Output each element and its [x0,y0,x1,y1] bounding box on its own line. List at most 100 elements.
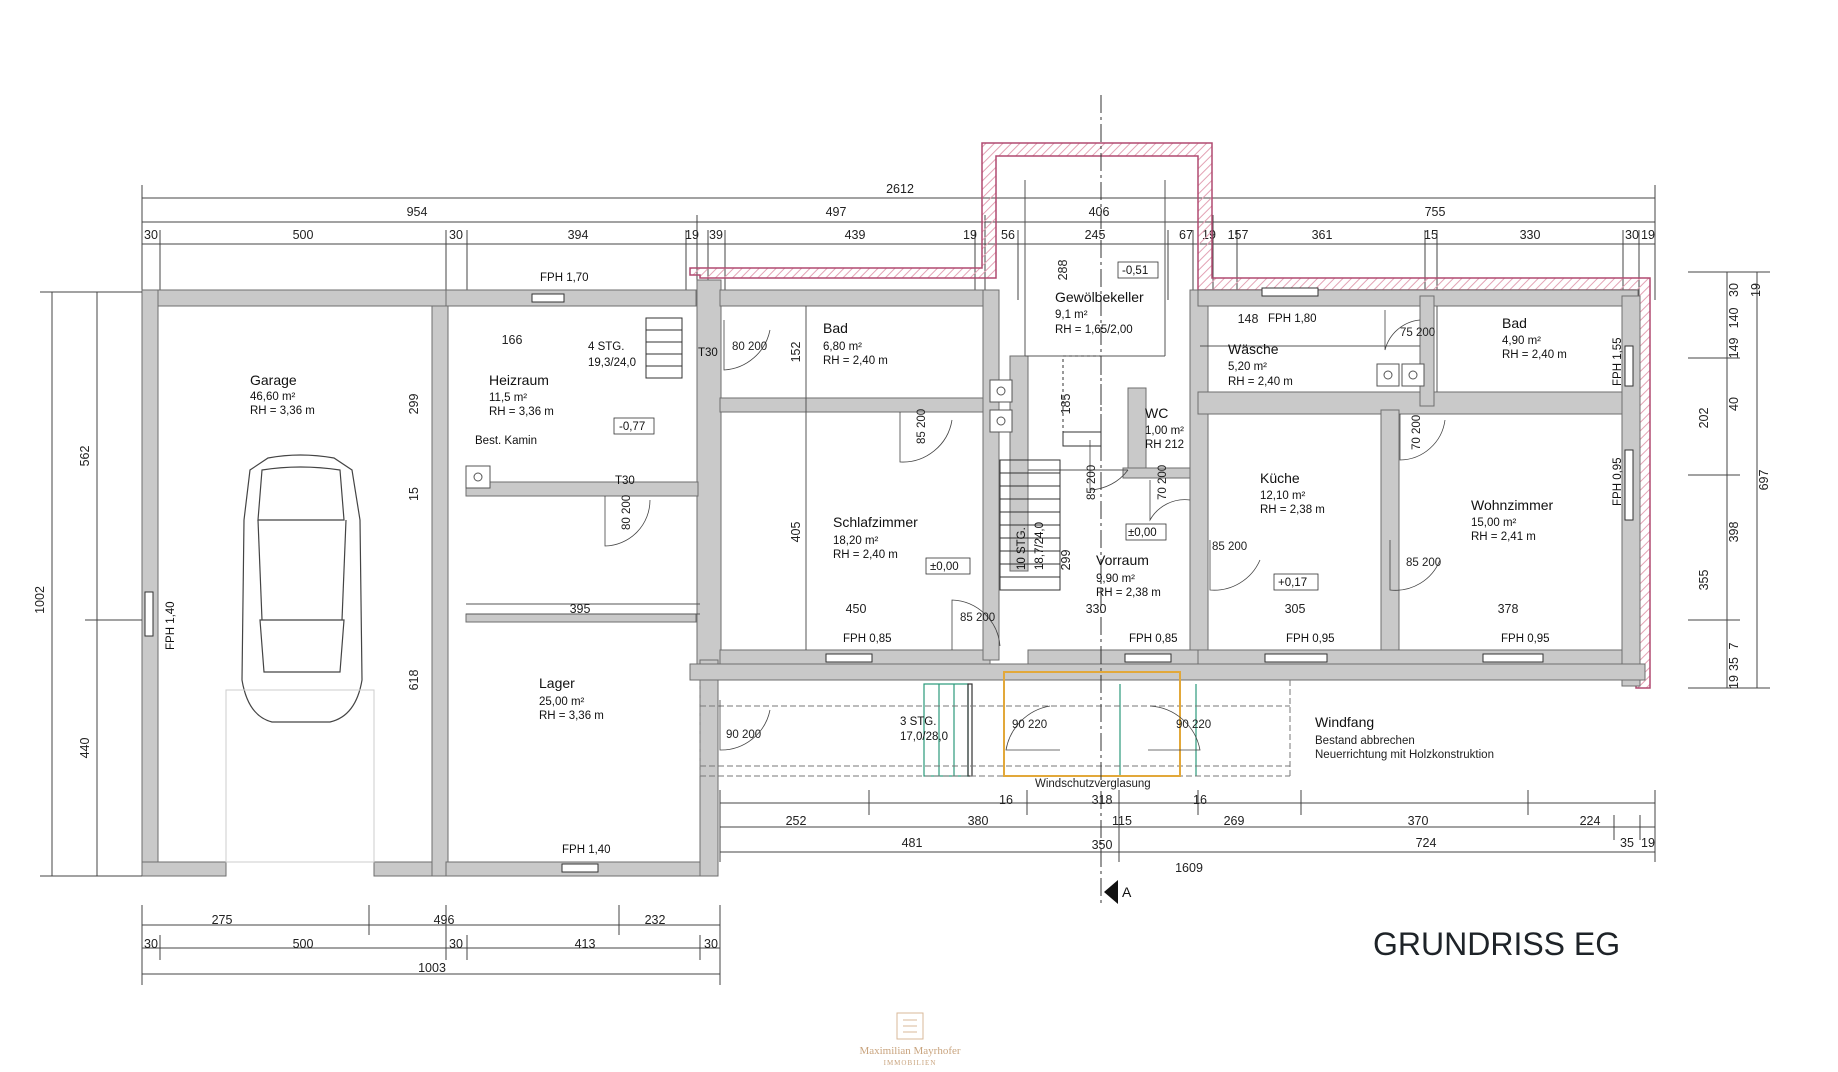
dim-text: 496 [434,913,455,927]
dim-text: 269 [1224,814,1245,828]
dim-text: 30 [1727,283,1741,297]
windfang-label: Windfang Bestand abbrechen Neuerrichtung… [1035,714,1494,790]
dim-text: 252 [786,814,807,828]
dim-text: 299 [407,394,421,415]
dim-row2: 954 497 406 755 [407,205,1446,219]
stairs-entry-label: 3 STG. [900,716,936,728]
window-labels: FPH 1,70 FPH 1,40 FPH 1,40 FPH 0,85 FPH … [165,272,1624,856]
window-label: FPH 1,40 [165,601,177,650]
door-mark: 90 220 [1176,719,1211,731]
dim-text: 185 [1059,394,1073,415]
room-height: RH = 2,40 m [833,549,898,561]
fixtures [465,363,1425,489]
dim-text: 562 [78,446,92,467]
room-area: 9,90 m² [1096,573,1135,585]
stairs-heizraum [645,317,683,379]
stairs-heiz-label: 4 STG. [588,341,624,353]
dim-text: 355 [1697,570,1711,591]
dim-text: 497 [826,205,847,219]
dim-text: 350 [1092,838,1113,852]
door-mark: 85 200 [1406,557,1441,569]
window-markers [144,287,1634,873]
level-gewoelbe: -0,51 [1122,265,1148,277]
room-waesche: Wäsche 5,20 m² RH = 2,40 m [1228,341,1293,388]
dim-text: 19 [1727,675,1741,689]
dim-text: 30 [449,937,463,951]
window-label: FPH 0,85 [1129,633,1178,645]
dim-text: 481 [902,836,923,850]
door-mark: 85 200 [916,409,928,444]
room-name: Bad [1502,315,1527,331]
windfang-outline [699,671,1291,777]
inner-dimensions: 395 450 330 305 378 166 299 618 15 405 1… [407,260,1518,691]
room-area: 1,00 m² [1145,425,1184,437]
window-label: FPH 0,85 [843,633,892,645]
dim-text: 16 [999,793,1013,807]
dim-text: 166 [502,333,523,347]
dim-text: 275 [212,913,233,927]
door-mark: 75 200 [1400,327,1435,339]
logo: Maximilian Mayrhofer IMMOBILIEN [859,1012,961,1067]
room-vorraum: Vorraum 9,90 m² RH = 2,38 m [1096,552,1161,599]
dim-text: 19 [963,228,977,242]
dim-text: 152 [789,342,803,363]
section-axis [1100,95,1118,905]
room-height: RH = 2,38 m [1096,587,1161,599]
windfang-note-1: Bestand abbrechen [1315,735,1415,747]
dim-text: 115 [1112,814,1132,828]
room-garage: Garage 46,60 m² RH = 3,36 m [250,372,315,417]
dim-text: 30 [704,937,718,951]
dim-text: 380 [968,814,989,828]
room-height: RH 212 [1145,439,1184,451]
room-name: Küche [1260,470,1300,486]
room-name: Gewölbekeller [1055,289,1144,305]
room-area: 46,60 m² [250,391,296,403]
dim-garage-bottom: 275 496 232 30 500 30 413 30 1003 [144,913,718,975]
door-mark: 70 200 [1157,465,1169,500]
door-mark: 85 200 [1086,465,1098,500]
room-heizraum: Heizraum 11,5 m² RH = 3,36 m Best. Kamin [475,372,554,447]
dim-text: 395 [570,602,591,616]
fire-door-1: T30 [698,347,718,359]
dim-text: 378 [1498,602,1519,616]
room-height: RH = 2,40 m [823,355,888,367]
room-note: Best. Kamin [475,435,537,447]
window-label: FPH 0,95 [1286,633,1335,645]
door-mark: 85 200 [1212,541,1247,553]
dim-text: 35 [1727,657,1741,671]
window-label: FPH 1,55 [1612,337,1624,386]
stairs-main-ratio: 18,7/24,0 [1034,522,1046,570]
room-height: RH = 2,40 m [1228,376,1293,388]
level-vorraum: ±0,00 [1128,527,1157,539]
room-area: 12,10 m² [1260,490,1306,502]
dim-text: 224 [1580,814,1601,828]
dim-text: 330 [1520,228,1541,242]
room-name: WC [1145,405,1168,421]
dim-text: 318 [1092,793,1113,807]
dim-text: 140 [1727,308,1741,329]
interior-lines [466,180,1438,650]
dim-text: 7 [1727,642,1741,649]
windfang-name: Windfang [1315,714,1374,730]
room-height: RH = 1,65/2,00 [1055,324,1133,336]
dim-text: 30 [1625,228,1639,242]
section-marker: A [1122,884,1132,900]
room-schlafzimmer: Schlafzimmer 18,20 m² RH = 2,40 m [833,514,918,561]
dim-text: 232 [645,913,666,927]
stairs-main-label: 10 STG. [1016,527,1028,570]
dim-right: 697 140 149 202 398 355 30 19 40 7 35 19 [1697,283,1771,689]
dim-text: 149 [1727,338,1741,359]
room-gewoelbekeller: Gewölbekeller 9,1 m² RH = 1,65/2,00 [1055,289,1144,336]
room-bad-1: Bad 6,80 m² RH = 2,40 m [823,320,888,367]
door-mark: 80 200 [732,341,767,353]
dim-text: 19 [1749,283,1763,297]
dim-text: 202 [1697,408,1711,429]
room-name: Lager [539,675,575,691]
page-title: GRUNDRISS EG [1373,926,1620,962]
dim-text: 450 [846,602,867,616]
logo-sub: IMMOBILIEN [884,1059,937,1067]
dim-text: 370 [1408,814,1429,828]
dim-text: 305 [1285,602,1306,616]
level-heizraum: -0,77 [619,421,645,433]
dim-text: 35 [1620,836,1634,850]
